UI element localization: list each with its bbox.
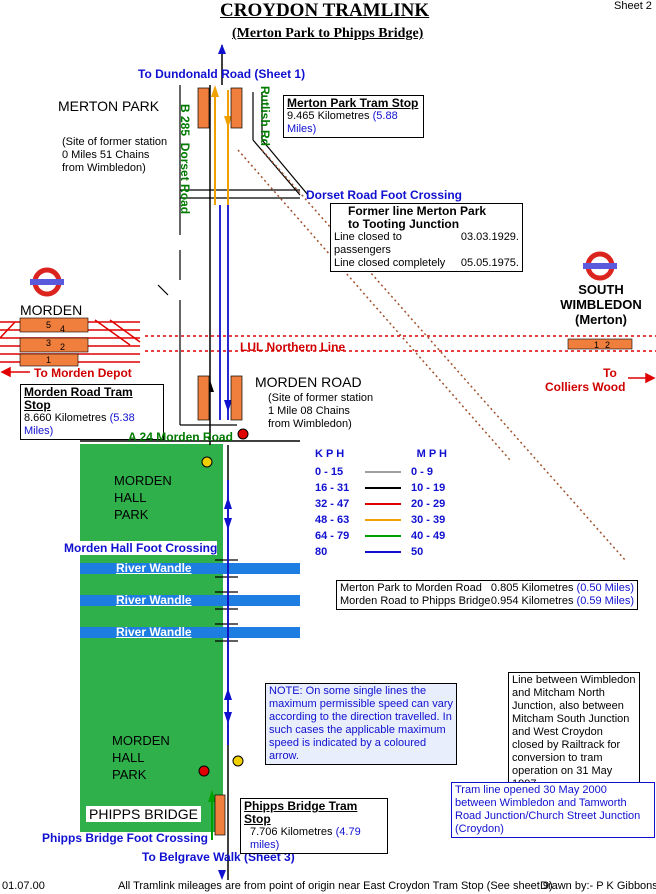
legend-mph: 30 - 39 xyxy=(411,514,446,526)
sheet-label: Sheet 2 xyxy=(614,0,652,12)
morden-road-label: MORDEN ROAD xyxy=(255,374,362,390)
morden-label: MORDEN xyxy=(20,302,83,318)
legend-kph: 32 - 47 xyxy=(315,498,350,510)
legend-swatch xyxy=(365,503,401,505)
underground-roundel-south-wimbledon xyxy=(583,251,617,281)
merton-park-platform-e xyxy=(230,87,243,129)
legend-kph: 80 xyxy=(315,546,328,558)
legend-swatch xyxy=(365,535,401,537)
phipps-bridge-tram-stop-box: Phipps Bridge Tram Stop 7.706 Kilometres… xyxy=(240,798,388,854)
south-wimbledon-label: SOUTH WIMBLEDON (Merton) xyxy=(560,282,642,327)
lul-northern-line xyxy=(145,335,656,352)
legend-mph: 10 - 19 xyxy=(411,482,446,494)
morden-road-platform-e xyxy=(230,375,243,421)
railtrack-note-box: Line between Wimbledon and Mitcham North… xyxy=(508,672,640,793)
legend-kph: 48 - 63 xyxy=(315,514,350,526)
legend-swatch xyxy=(365,471,401,473)
park-edge xyxy=(213,444,223,500)
legend-swatch xyxy=(365,519,401,521)
legend-mph: 0 - 9 xyxy=(411,466,434,478)
former-station-mp-note: (Site of former station 0 Miles 51 Chain… xyxy=(62,136,168,174)
map-subtitle: (Merton Park to Phipps Bridge) xyxy=(232,26,424,41)
a24-morden-road-label: A 24 Morden Road xyxy=(128,430,233,444)
signal-red-2 xyxy=(198,765,210,777)
footer-mileage-note: All Tramlink mileages are from point of … xyxy=(118,880,553,892)
former-line-box: Former line Merton Park to Tooting Junct… xyxy=(330,203,523,272)
to-morden-depot-label: To Morden Depot xyxy=(34,366,132,380)
signal-red-1 xyxy=(237,428,249,440)
phipps-bridge-platform xyxy=(214,794,226,836)
tram-track-yellow xyxy=(214,90,229,205)
map-title: CROYDON TRAMLINK xyxy=(220,0,430,21)
b285-dorset-road-label: B 285 Dorset Road xyxy=(178,104,192,215)
river-wandle-3 xyxy=(80,627,300,638)
legend-swatch xyxy=(365,487,401,489)
former-line-dotted xyxy=(237,149,626,561)
street-lines xyxy=(157,85,309,426)
river-wandle-1 xyxy=(80,563,300,574)
underground-roundel-morden xyxy=(30,267,64,297)
legend-mph: 40 - 49 xyxy=(411,530,446,542)
legend-row: 32 - 47 20 - 29 xyxy=(313,496,449,512)
dorset-road-foot-crossing-label: Dorset Road Foot Crossing xyxy=(306,188,463,202)
legend-row: 16 - 31 10 - 19 xyxy=(313,480,449,496)
lul-northern-line-label: LUL Northern Line xyxy=(240,340,346,354)
morden-hall-foot-crossing-label: Morden Hall Foot Crossing xyxy=(64,541,218,555)
phipps-bridge-foot-crossing-label: Phipps Bridge Foot Crossing xyxy=(42,831,209,845)
morden-road-tram-stop-box: Morden Road Tram Stop 8.660 Kilometres (… xyxy=(20,384,164,440)
legend-mph: 20 - 29 xyxy=(411,498,446,510)
legend-mph: 50 xyxy=(411,546,424,558)
former-station-mr-note: (Site of former station 1 Mile 08 Chains… xyxy=(268,392,374,430)
river-wandle-2 xyxy=(80,595,300,606)
phipps-bridge-label: PHIPPS BRIDGE xyxy=(86,806,201,822)
speed-note-box: NOTE: On some single lines the maximum p… xyxy=(265,683,457,765)
legend-kph: 16 - 31 xyxy=(315,482,350,494)
merton-park-platform-w xyxy=(197,87,210,129)
legend-row: 80 50 xyxy=(313,544,449,560)
to-colliers-wood-label: To Colliers Wood xyxy=(545,366,626,394)
merton-park-tram-stop-box: Merton Park Tram Stop 9.465 Kilometres (… xyxy=(283,95,424,138)
legend-row: 48 - 63 30 - 39 xyxy=(313,512,449,528)
merton-park-label: MERTON PARK xyxy=(58,98,160,114)
signal-x-2 xyxy=(232,755,244,767)
legend-swatch xyxy=(365,551,401,553)
river-wandle-label-2: River Wandle xyxy=(116,593,192,607)
morden-hall-park-label-1: MORDEN HALL PARK xyxy=(114,473,172,522)
rutlish-rd-label: Rutlish Rd xyxy=(258,86,272,146)
morden-hall-park-label-2: MORDEN HALL PARK xyxy=(112,733,170,782)
to-dundonald-road-label: To Dundonald Road (Sheet 1) xyxy=(138,67,306,81)
footer-date: 01.07.00 xyxy=(2,880,45,892)
morden-road-platform-w xyxy=(197,375,210,421)
signal-x-1 xyxy=(201,456,213,468)
footer-drawn-by: Drawn by:- P K Gibbons xyxy=(540,880,656,892)
legend-kph: 0 - 15 xyxy=(315,466,344,478)
legend-row: 64 - 79 40 - 49 xyxy=(313,528,449,544)
legend-row: 0 - 15 0 - 9 xyxy=(313,464,449,480)
legend-kph: 64 - 79 xyxy=(315,530,350,542)
opened-note-box: Tram line opened 30 May 2000 between Wim… xyxy=(451,782,655,838)
river-wandle-label-1: River Wandle xyxy=(116,561,192,575)
river-wandle-label-3: River Wandle xyxy=(116,625,192,639)
